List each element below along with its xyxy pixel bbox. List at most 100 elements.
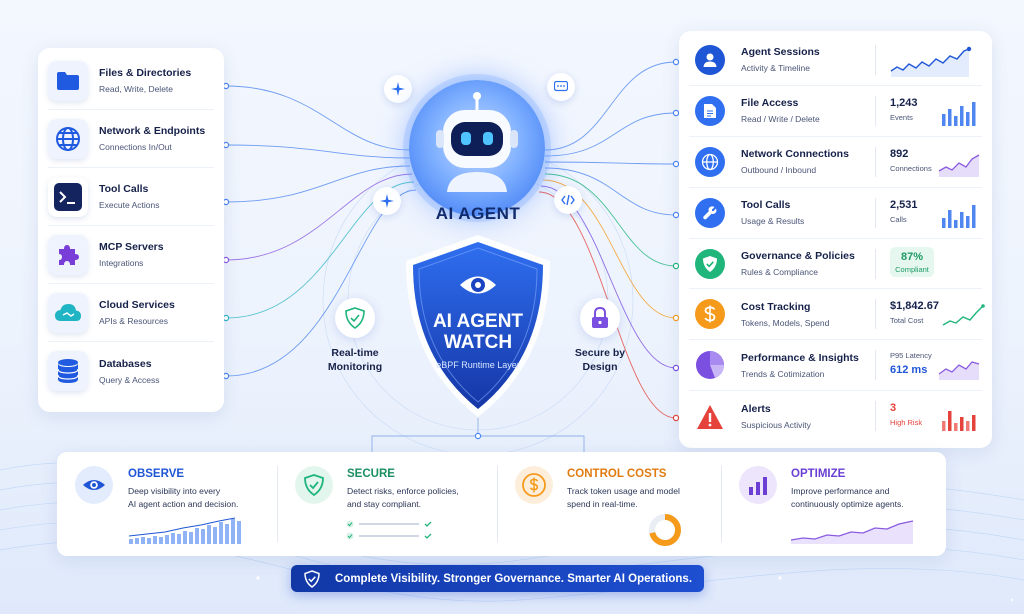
metric-value: 3 xyxy=(890,402,897,415)
folder-icon xyxy=(48,60,88,101)
metric-label: Compliant xyxy=(895,264,929,274)
metric-title: File Access xyxy=(741,97,799,110)
optimize-sparkline xyxy=(790,520,914,544)
source-title: Files & Directories xyxy=(99,67,192,79)
metric-value: $1,842.67 xyxy=(890,300,939,313)
tagline-banner: Complete Visibility. Stronger Governance… xyxy=(291,565,704,592)
observe-chart xyxy=(128,517,241,544)
source-title: Cloud Services xyxy=(99,299,175,311)
sparkle-icon xyxy=(384,75,412,103)
metrics-panel: Agent Sessions Activity & Timeline File … xyxy=(679,31,992,448)
warning-icon xyxy=(695,401,725,432)
data-sources-panel: Files & Directories Read, Write, Delete … xyxy=(38,48,224,412)
sessions-sparkline xyxy=(890,46,972,77)
metric-subtitle: Read / Write / Delete xyxy=(741,114,820,125)
metric-value: 2,531 xyxy=(890,198,918,211)
metric-title: Alerts xyxy=(741,403,771,416)
pillar-desc-line1: Detect risks, enforce policies, xyxy=(347,486,459,496)
sparkle-icon xyxy=(373,187,401,215)
metric-governance[interactable]: Governance & Policies Rules & Compliance… xyxy=(689,239,982,290)
pillar-desc-line1: Improve performance and xyxy=(791,486,890,496)
metric-title: Network Connections xyxy=(741,148,849,161)
terminal-icon xyxy=(48,176,88,217)
metric-label: Total Cost xyxy=(890,316,924,326)
eye-icon xyxy=(75,466,113,504)
realtime-label-line1: Real-time xyxy=(331,347,379,359)
pillar-observe[interactable]: OBSERVE Deep visibility into every AI ag… xyxy=(57,452,277,556)
pillar-control-costs[interactable]: CONTROL COSTS Track token usage and mode… xyxy=(497,452,721,556)
metric-subtitle: Activity & Timeline xyxy=(741,63,810,74)
metric-value: 612 ms xyxy=(890,364,928,377)
secure-label-line1: Secure by xyxy=(574,347,626,359)
metric-file-access[interactable]: File Access Read / Write / Delete 1,243 … xyxy=(689,86,982,137)
metric-cost-tracking[interactable]: Cost Tracking Tokens, Models, Spend $1,8… xyxy=(689,289,985,341)
pie-chart-icon xyxy=(695,350,725,381)
source-network[interactable]: Network & Endpoints Connections In/Out xyxy=(48,110,214,168)
pillar-title: OPTIMIZE xyxy=(791,468,846,480)
shield-check-icon xyxy=(695,248,725,279)
shield-check-icon xyxy=(295,466,333,504)
realtime-label-line2: Monitoring xyxy=(327,361,383,373)
source-databases[interactable]: Databases Query & Access xyxy=(48,342,214,400)
cloud-icon xyxy=(48,292,88,333)
user-icon xyxy=(695,44,725,75)
source-files[interactable]: Files & Directories Read, Write, Delete xyxy=(48,52,214,110)
tool-calls-bars xyxy=(942,204,976,228)
shield-check-icon xyxy=(303,569,321,588)
metric-label: Connections xyxy=(890,163,932,173)
metric-value: 1,243 xyxy=(890,96,918,109)
globe-icon xyxy=(48,118,88,159)
pillar-title: SECURE xyxy=(347,468,395,480)
pillar-desc-line2: and stay compliant. xyxy=(347,499,422,509)
pillar-secure[interactable]: SECURE Detect risks, enforce policies, a… xyxy=(277,452,497,556)
source-title: Network & Endpoints xyxy=(99,125,206,137)
alerts-bars xyxy=(942,411,976,432)
robot-icon xyxy=(436,92,518,192)
metric-label: Calls xyxy=(890,214,907,224)
source-cloud[interactable]: Cloud Services APIs & Resources xyxy=(48,284,214,342)
metric-subtitle: Tokens, Models, Spend xyxy=(741,317,830,328)
metric-title: Performance & Insights xyxy=(741,351,859,364)
source-subtitle: Query & Access xyxy=(99,374,160,385)
globe-icon xyxy=(695,146,725,177)
metric-value: 87% xyxy=(900,250,924,263)
secure-by-design-badge xyxy=(580,298,620,338)
source-title: Tool Calls xyxy=(99,183,149,195)
chat-icon xyxy=(547,73,575,101)
shield-title-line1: AI AGENT xyxy=(432,311,524,332)
source-subtitle: APIs & Resources xyxy=(99,316,168,326)
metric-tool-calls[interactable]: Tool Calls Usage & Results 2,531 Calls xyxy=(689,188,982,239)
metric-performance[interactable]: Performance & Insights Trends & Cotimiza… xyxy=(689,340,982,392)
metric-agent-sessions[interactable]: Agent Sessions Activity & Timeline xyxy=(689,35,982,86)
compliance-badge: 87% Compliant xyxy=(890,246,934,277)
metric-subtitle: Rules & Compliance xyxy=(741,267,819,277)
source-subtitle: Connections In/Out xyxy=(99,142,172,152)
dollar-icon xyxy=(695,299,725,330)
metric-label: Events xyxy=(890,112,913,122)
source-subtitle: Integrations xyxy=(99,258,144,268)
cost-donut xyxy=(649,514,681,546)
robot-avatar xyxy=(409,80,545,216)
dollar-icon xyxy=(515,466,553,504)
pillar-title: CONTROL COSTS xyxy=(567,468,667,480)
tagline-text: Complete Visibility. Stronger Governance… xyxy=(335,572,693,585)
metric-subtitle: Usage & Results xyxy=(741,216,805,227)
pillar-optimize[interactable]: OPTIMIZE Improve performance and continu… xyxy=(721,452,946,556)
realtime-monitoring-badge xyxy=(335,298,375,338)
pillars-panel: OBSERVE Deep visibility into every AI ag… xyxy=(57,452,946,556)
source-tool-calls[interactable]: Tool Calls Execute Actions xyxy=(48,168,214,226)
source-mcp-servers[interactable]: MCP Servers Integrations xyxy=(48,226,214,284)
eye-icon xyxy=(460,276,496,294)
metric-title: Agent Sessions xyxy=(741,46,820,59)
pillar-desc-line2: continuously optimize agents. xyxy=(791,499,904,509)
metric-alerts[interactable]: Alerts Suspicious Activity 3 High Risk xyxy=(689,391,982,442)
code-icon xyxy=(554,186,582,214)
metric-subtitle: Outbound / Inbound xyxy=(741,165,817,176)
metric-title: Governance & Policies xyxy=(741,250,855,262)
metric-label: P95 Latency xyxy=(890,351,932,361)
performance-sparkline xyxy=(938,361,980,381)
metric-network-connections[interactable]: Network Connections Outbound / Inbound 8… xyxy=(689,137,982,188)
network-sparkline xyxy=(938,154,980,177)
wrench-icon xyxy=(695,197,725,228)
secure-label-line2: Design xyxy=(582,361,618,373)
